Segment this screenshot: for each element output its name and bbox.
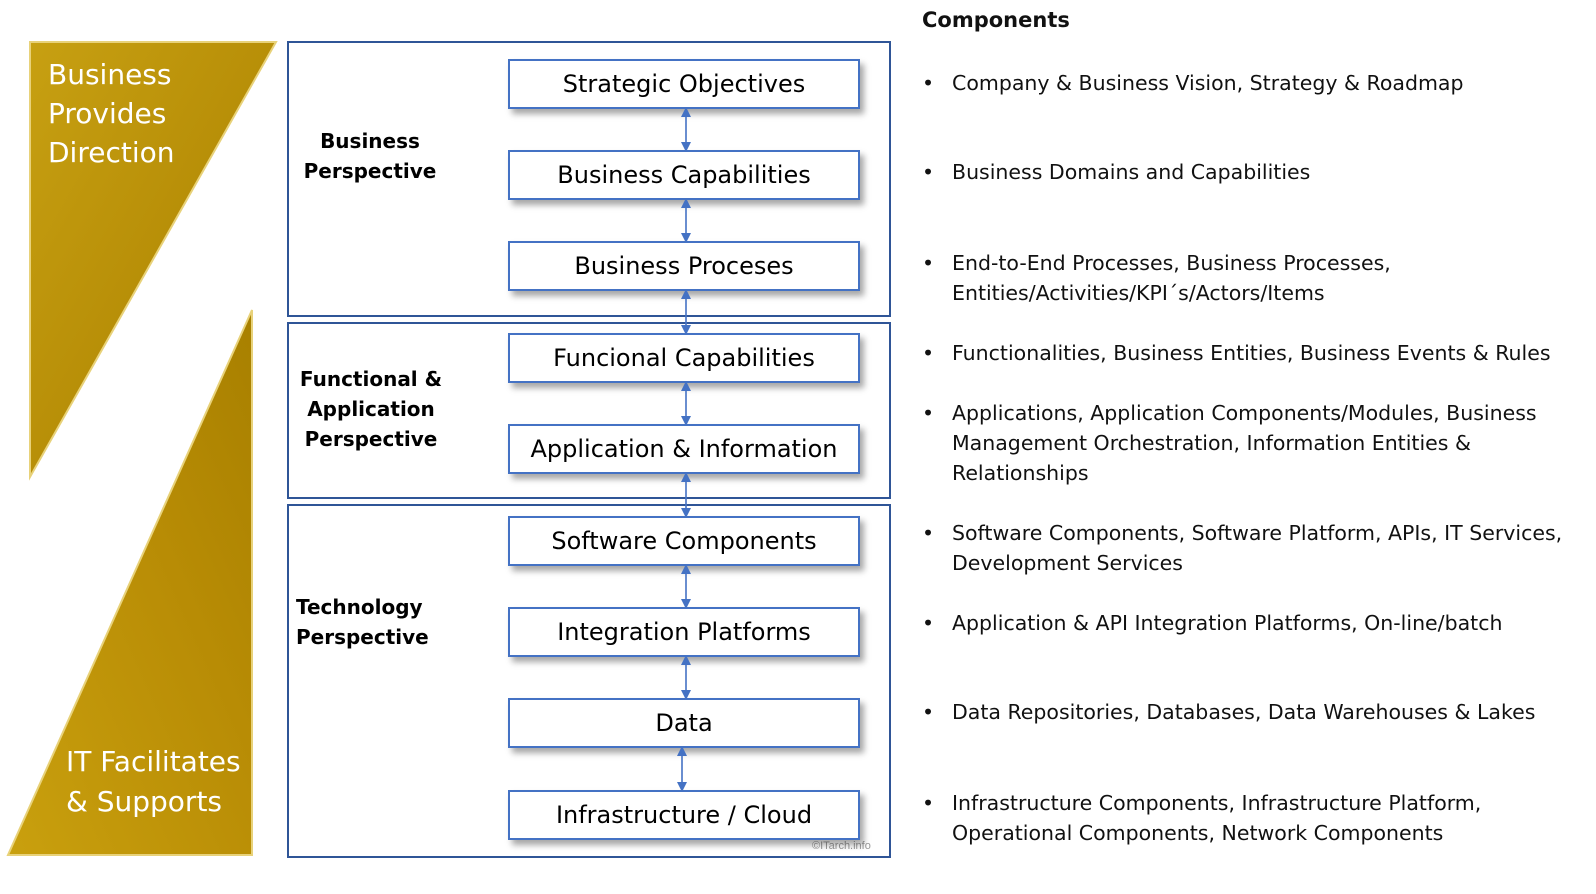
bullet-icon: • — [922, 341, 935, 365]
components-title: Components — [922, 8, 1070, 32]
layer-integration-platforms: Integration Platforms — [508, 607, 860, 657]
watermark: ©ITarch.info — [812, 840, 871, 852]
layer-business-capabilities: Business Capabilities — [508, 150, 860, 200]
it-support-text: IT Facilitates & Supports — [66, 745, 241, 818]
bullet-icon: • — [922, 700, 935, 724]
bullet-icon: • — [922, 521, 935, 545]
bullet-icon: • — [922, 611, 935, 635]
layer-software-components: Software Components — [508, 516, 860, 566]
bullet-icon: • — [922, 160, 935, 184]
business-direction-triangle — [29, 41, 278, 481]
bullet-icon: • — [922, 71, 935, 95]
direction-banners — [6, 41, 278, 856]
layer-functional-capabilities: Funcional Capabilities — [508, 333, 860, 383]
layer-application-information: Application & Information — [508, 424, 860, 474]
it-support-triangle — [6, 309, 253, 856]
layer-infrastructure-cloud: Infrastructure / Cloud — [508, 790, 860, 840]
functional-perspective-label: Functional & Application Perspective — [299, 367, 443, 451]
business-direction-text: Business Provides Direction — [48, 58, 175, 169]
layer-data: Data — [508, 698, 860, 748]
bullet-icon: • — [922, 401, 935, 425]
bullet-icon: • — [922, 251, 935, 275]
business-perspective-label: Business Perspective — [303, 129, 437, 183]
technology-perspective-label: Technology Perspective — [296, 595, 429, 649]
layer-business-processes: Business Proceses — [508, 241, 860, 291]
bullet-icon: • — [922, 791, 935, 815]
layer-strategic-objectives: Strategic Objectives — [508, 59, 860, 109]
